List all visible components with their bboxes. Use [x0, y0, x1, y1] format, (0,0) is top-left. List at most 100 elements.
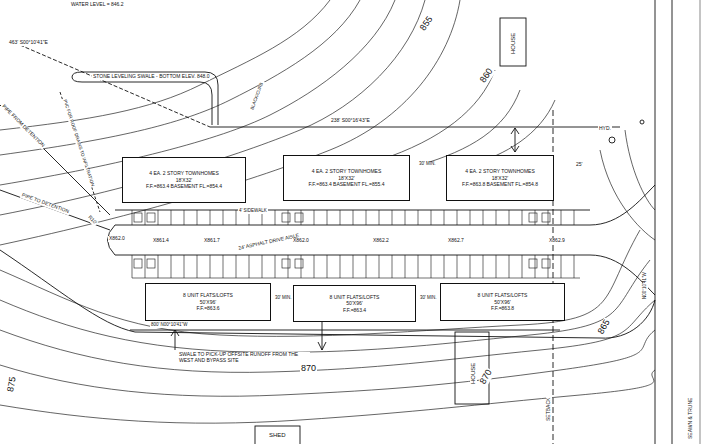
accessible-stall — [134, 213, 142, 222]
stall-line — [353, 210, 354, 225]
plan-label: SETBACK — [546, 397, 552, 422]
stall-line — [548, 210, 549, 225]
building-label: 50'X96' — [346, 300, 362, 307]
building-label: 4 EA. 2 STORY TOWNHOMES — [465, 168, 535, 175]
stall-line — [418, 210, 419, 225]
plan-label: 463' S00°10'41"E — [8, 40, 49, 46]
stall-line — [418, 255, 419, 278]
stall-line — [470, 255, 471, 278]
plan-label: 238' S00°16'43"E — [330, 118, 371, 124]
building-label: 8 UNIT FLATS/LOFTS — [330, 294, 380, 301]
contours-upper — [0, 0, 555, 245]
accessible-stall — [542, 213, 550, 222]
stall-line — [366, 255, 367, 278]
plan-label: 30' MIN. — [418, 162, 437, 167]
stall-line — [366, 210, 367, 225]
building-label: 50'X96' — [200, 299, 216, 306]
stall-line — [574, 255, 575, 278]
plan-label: SHED — [268, 432, 287, 439]
accessible-stall — [529, 213, 537, 222]
plan-label: 860 — [478, 66, 496, 86]
plan-label: PVC FOR ROOF DRAINS TO INFILTRATION — [61, 98, 94, 188]
stall-line — [340, 255, 341, 278]
flats-building: 8 UNIT FLATS/LOFTS50'X96'F.F.=863.4 — [293, 285, 416, 322]
plan-label: 30' MIN. — [274, 296, 293, 301]
plan-label: X861.4 — [152, 238, 170, 244]
stall-line — [275, 255, 276, 278]
building-label: 4 EA. 2 STORY TOWNHOMES — [149, 170, 219, 177]
stall-line — [262, 255, 263, 278]
plan-label: SWALE TO PICK-UP OFFSITE RUNOFF FROM THE… — [178, 352, 310, 363]
stall-line — [379, 210, 380, 225]
stall-line — [210, 255, 211, 278]
plan-label: X861.7 — [203, 238, 221, 244]
plan-label: X862.7 — [447, 238, 465, 244]
building-label: F.F.=863.8 BASEMENT FL.=854.8 — [462, 181, 538, 188]
stall-line — [223, 210, 224, 225]
accessible-stall — [295, 213, 303, 222]
stall-line — [444, 255, 445, 278]
stall-line — [314, 255, 315, 278]
stall-line — [132, 278, 580, 279]
stall-line — [340, 210, 341, 225]
building-label: 8 UNIT FLATS/LOFTS — [478, 292, 528, 299]
building-label: 18'X32' — [176, 177, 192, 184]
stall-line — [496, 210, 497, 225]
plan-label: HOUSE — [510, 32, 517, 55]
accessible-stall — [282, 259, 290, 268]
plan-label: 30' MIN. — [419, 296, 438, 301]
accessible-stall — [134, 259, 142, 268]
plan-label: HYD. — [598, 126, 612, 132]
stall-line — [535, 210, 536, 225]
stall-line — [496, 255, 497, 278]
plan-label: STONE LEVELING SWALE - BOTTOM ELEV. 848.… — [92, 74, 210, 80]
stall-line — [431, 210, 432, 225]
stall-line — [132, 210, 133, 225]
stall-line — [184, 255, 185, 278]
stall-line — [184, 210, 185, 225]
stall-line — [353, 255, 354, 278]
plan-label: 870 — [300, 364, 317, 374]
plan-label: 4' SIDEWALK — [238, 209, 268, 214]
stall-line — [145, 210, 146, 225]
parking-stalls — [132, 210, 580, 278]
building-label: 8 UNIT FLATS/LOFTS — [183, 292, 233, 299]
stall-line — [509, 210, 510, 225]
stall-line — [288, 210, 289, 225]
stall-line — [223, 255, 224, 278]
plan-label: 870 — [478, 367, 495, 387]
plan-label: WATER LEVEL = 846.2 — [70, 2, 124, 8]
stall-line — [301, 210, 302, 225]
stall-line — [197, 210, 198, 225]
building-label: 4 EA. 2 STORY TOWNHOMES — [312, 168, 382, 175]
stall-line — [470, 210, 471, 225]
stall-line — [327, 210, 328, 225]
plan-label: X862.2 — [372, 238, 390, 244]
plan-label: HOUSE — [470, 362, 477, 385]
stall-line — [158, 210, 159, 225]
flats-building: 8 UNIT FLATS/LOFTS50'X96'F.F.=863.6 — [145, 283, 271, 321]
stall-line — [535, 255, 536, 278]
stall-line — [392, 210, 393, 225]
stall-line — [522, 210, 523, 225]
accessible-stall — [147, 259, 155, 268]
stall-line — [171, 255, 172, 278]
stall-line — [171, 210, 172, 225]
stall-line — [275, 210, 276, 225]
stall-line — [522, 255, 523, 278]
stall-line — [548, 255, 549, 278]
stall-line — [288, 255, 289, 278]
stall-line — [132, 255, 133, 278]
plan-label: N00°10'41"W — [643, 271, 648, 300]
building-label: 18'X32' — [492, 175, 508, 182]
stall-line — [457, 255, 458, 278]
plan-label: 855 — [418, 14, 436, 34]
plan-label: BLACK/CURB — [250, 81, 265, 112]
stall-line — [431, 255, 432, 278]
accessible-stall — [282, 213, 290, 222]
stall-line — [327, 255, 328, 278]
stall-line — [444, 210, 445, 225]
contours-lower — [0, 130, 655, 423]
